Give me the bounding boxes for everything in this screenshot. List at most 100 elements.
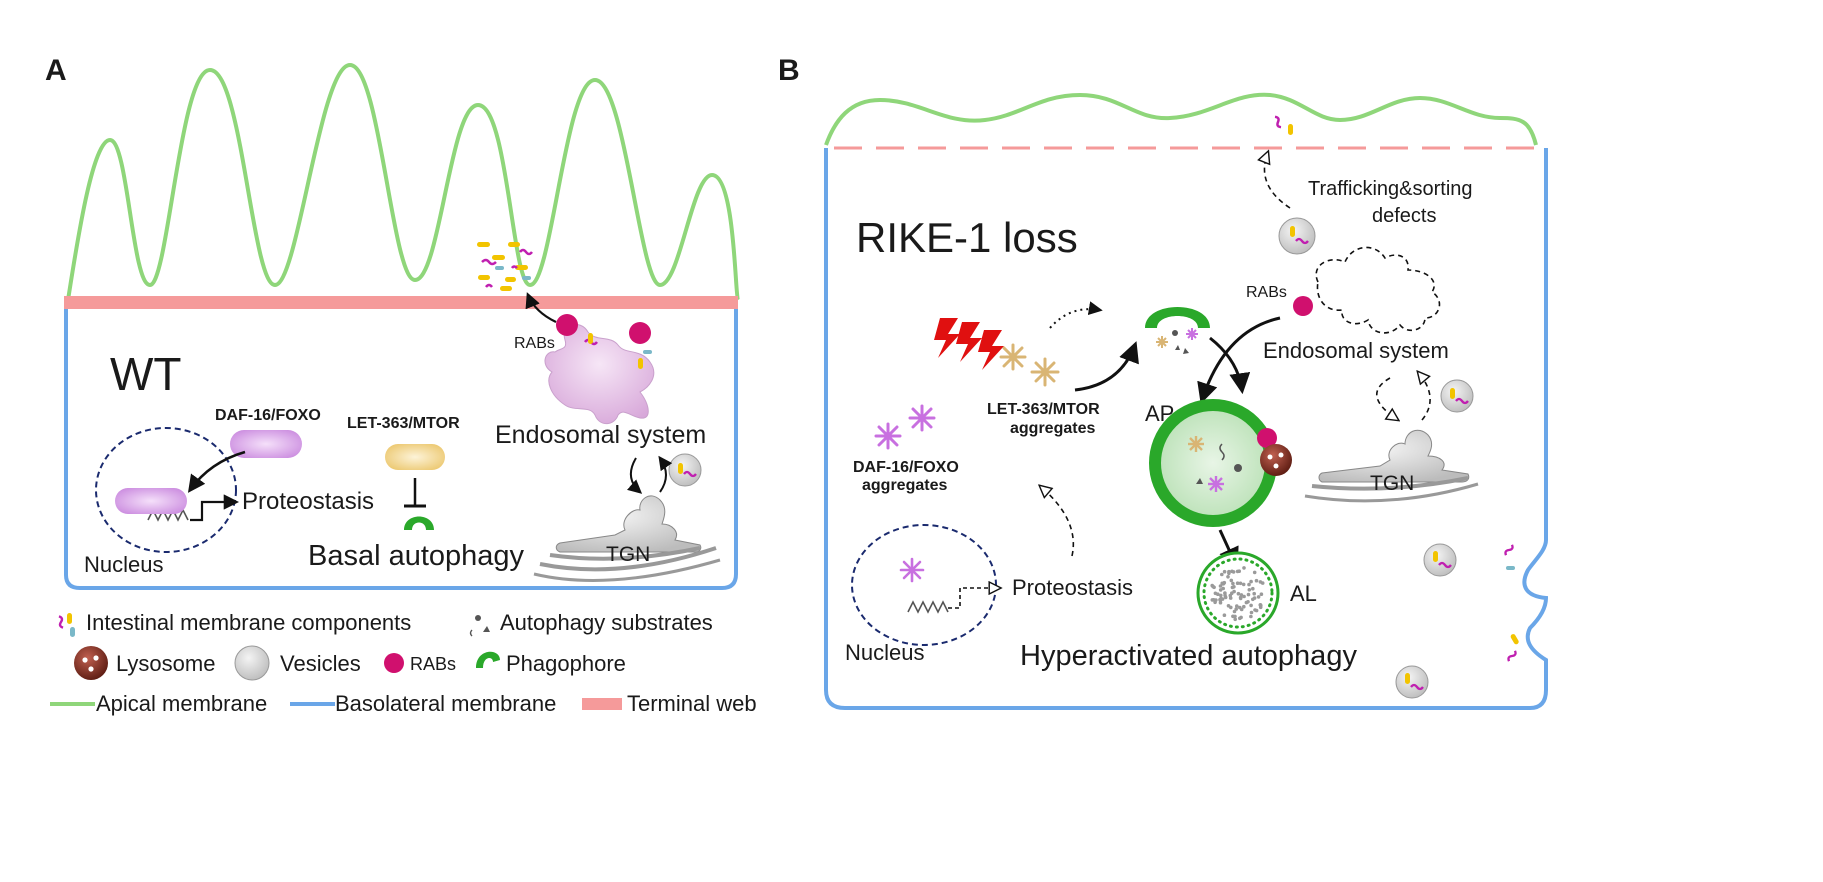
let363-a xyxy=(385,444,445,470)
nucleus-label-a: Nucleus xyxy=(84,552,163,577)
daf16-nuclear-aggregate-b xyxy=(899,557,925,583)
debris-dot xyxy=(1210,598,1215,602)
apical-membrane-a xyxy=(66,62,740,302)
debris-dot xyxy=(1231,581,1235,586)
debris-dot xyxy=(1247,588,1252,592)
let363-label-a: LET-363/MTOR xyxy=(347,415,460,432)
debris-dot xyxy=(1238,605,1242,610)
legend: Intestinal membrane components Autophagy… xyxy=(50,610,757,716)
vesicle-b-1 xyxy=(1278,217,1316,255)
debris-dot xyxy=(1242,594,1246,599)
autolysosome-debris-b xyxy=(1210,566,1265,622)
proteostasis-label-b: Proteostasis xyxy=(1012,575,1133,600)
legend-terminal-web: Terminal web xyxy=(627,691,757,716)
panel-a-letter: A xyxy=(45,54,67,87)
debris-dot xyxy=(1229,605,1233,610)
daf16-label-line2-b: aggregates xyxy=(862,477,947,494)
condition-label-a: WT xyxy=(110,348,182,400)
legend-terminal-web-swatch xyxy=(582,698,622,710)
debris-dot xyxy=(1256,595,1261,599)
debris-dot xyxy=(1222,613,1227,617)
dna-b xyxy=(907,600,949,614)
debris-dot xyxy=(1220,581,1224,586)
debris-dot xyxy=(1236,591,1241,596)
proteostasis-feedback-arrow-b xyxy=(1040,486,1075,557)
debris-dot xyxy=(1228,596,1233,600)
lysosome-b xyxy=(1260,444,1292,476)
debris-dot xyxy=(1249,603,1253,608)
debris-dot xyxy=(1226,575,1230,579)
debris-dot xyxy=(1259,592,1264,596)
cycle-arrow-a-1 xyxy=(626,457,643,494)
debris-dot xyxy=(1220,572,1224,577)
legend-phagophore-icon xyxy=(476,651,500,668)
phagophore-cargo-b xyxy=(1156,328,1198,354)
daf16-label-line1-b: DAF-16/FOXO xyxy=(853,459,959,476)
debris-dot xyxy=(1233,617,1237,622)
autophagosome-cargo-b xyxy=(1188,436,1242,492)
debris-dot xyxy=(1230,591,1234,595)
endosome-a xyxy=(544,323,655,425)
legend-phagophore: Phagophore xyxy=(506,651,626,676)
nucleus-label-b: Nucleus xyxy=(845,640,924,665)
debris-dot xyxy=(1235,569,1240,574)
vesicle-b-4 xyxy=(1395,665,1429,699)
tgn-label-a: TGN xyxy=(606,543,650,566)
phagophore-b xyxy=(1145,307,1210,328)
debris-dot xyxy=(1229,578,1234,583)
debris-dot xyxy=(1233,614,1237,619)
legend-basolateral: Basolateral membrane xyxy=(335,691,556,716)
debris-dot xyxy=(1244,600,1249,605)
debris-dot xyxy=(1210,583,1214,588)
rabs-label-a: RABs xyxy=(514,335,555,352)
dotted-arrow-b xyxy=(1049,301,1103,329)
debris-dot xyxy=(1230,585,1235,590)
debris-dot xyxy=(1213,591,1218,596)
legend-autophagy-substrates: Autophagy substrates xyxy=(500,610,713,635)
membrane-components-cluster-a xyxy=(477,242,533,291)
daf16-label-a: DAF-16/FOXO xyxy=(215,407,321,424)
debris-dot xyxy=(1249,614,1253,619)
rab-a-1 xyxy=(556,314,578,336)
legend-membrane-components: Intestinal membrane components xyxy=(86,610,411,635)
debris-dot xyxy=(1235,581,1240,585)
let363-aggregates-b xyxy=(999,343,1060,387)
debris-dot xyxy=(1252,591,1256,596)
debris-dot xyxy=(1246,592,1251,597)
let363-label-line1-b: LET-363/MTOR xyxy=(987,401,1100,418)
debris-dot xyxy=(1252,570,1257,575)
debris-dot xyxy=(1254,578,1259,583)
basolateral-membrane-a xyxy=(64,304,738,590)
tgn-a xyxy=(533,495,721,582)
debris-dot xyxy=(1258,603,1263,607)
cycle-arrow-b-2 xyxy=(1418,372,1430,421)
nucleus-a xyxy=(95,427,237,553)
legend-apical: Apical membrane xyxy=(96,691,267,716)
debris-dot xyxy=(1251,586,1255,591)
transcription-arrow-a xyxy=(190,494,240,522)
debris-dot xyxy=(1238,581,1243,586)
debris-dot xyxy=(1220,597,1225,601)
tgn-b xyxy=(1304,429,1479,503)
legend-rabs-icon xyxy=(384,653,404,673)
proteostasis-label-a: Proteostasis xyxy=(242,488,374,515)
debris-dot xyxy=(1249,579,1253,584)
rabs-label-b: RABs xyxy=(1246,284,1287,301)
nucleus-b xyxy=(851,524,997,646)
legend-autophagy-substrates-icon xyxy=(469,615,490,637)
debris-dot xyxy=(1249,610,1254,615)
cycle-arrow-b-1 xyxy=(1375,377,1398,420)
daf16-aggregates-b xyxy=(874,404,936,450)
debris-dot xyxy=(1258,580,1263,584)
vesicle-a xyxy=(668,453,702,487)
rab-b xyxy=(1293,296,1313,316)
debris-dot xyxy=(1247,582,1251,587)
hyperactivated-autophagy-label-b: Hyperactivated autophagy xyxy=(1020,640,1357,672)
debris-dot xyxy=(1241,582,1246,587)
vesicle-b-3 xyxy=(1423,543,1457,577)
cycle-arrow-a-2 xyxy=(658,455,673,493)
debris-dot xyxy=(1239,615,1243,620)
endosomal-system-label-a: Endosomal system xyxy=(495,421,706,449)
legend-vesicle-icon xyxy=(234,645,270,681)
condition-label-b: RIKE-1 loss xyxy=(856,214,1078,261)
